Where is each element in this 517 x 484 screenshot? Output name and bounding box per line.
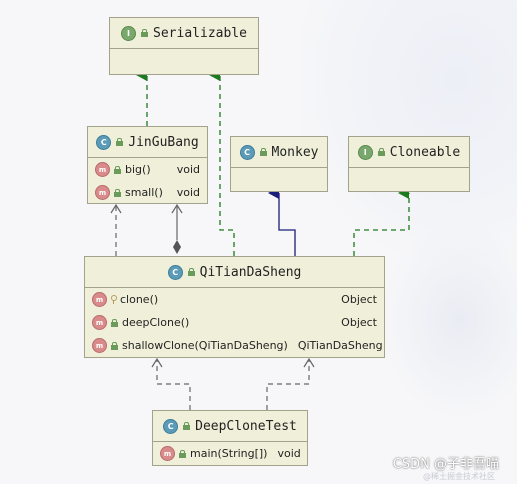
method-icon: m bbox=[95, 185, 110, 200]
method-name: deepClone() bbox=[122, 316, 190, 329]
class-icon: C bbox=[239, 144, 255, 160]
class-jingubang[interactable]: C JinGuBang m big() void m small() void bbox=[87, 126, 208, 204]
edge-qitiandasheng-extends-monkey bbox=[268, 187, 296, 256]
class-header: C DeepCloneTest bbox=[153, 411, 307, 442]
protected-key-icon bbox=[111, 295, 117, 304]
class-name: DeepCloneTest bbox=[195, 418, 297, 434]
class-serializable[interactable]: I Serializable bbox=[109, 17, 259, 75]
edge-qitiandasheng-implements-serializable bbox=[209, 69, 235, 256]
method-name: big() bbox=[125, 163, 151, 176]
method-row: m small() void bbox=[88, 181, 207, 204]
return-type: Object bbox=[341, 316, 377, 329]
public-lock-icon bbox=[111, 318, 118, 327]
class-header: I Serializable bbox=[110, 18, 258, 49]
method-name: small() bbox=[125, 186, 163, 199]
public-lock-icon bbox=[116, 138, 124, 146]
method-name: main(String[]) bbox=[190, 447, 268, 460]
class-deepclonetest[interactable]: C DeepCloneTest m main(String[]) void bbox=[152, 410, 308, 466]
public-lock-icon bbox=[179, 449, 186, 458]
return-type: void bbox=[277, 447, 301, 460]
class-name: Monkey bbox=[271, 144, 319, 160]
return-type: void bbox=[176, 186, 200, 199]
class-name: Serializable bbox=[153, 25, 247, 41]
class-cloneable[interactable]: I Cloneable bbox=[348, 136, 470, 192]
method-icon: m bbox=[95, 162, 110, 177]
public-lock-icon bbox=[141, 29, 149, 37]
method-row: m big() void bbox=[88, 158, 207, 181]
method-row: m deepClone() Object bbox=[85, 311, 384, 334]
public-lock-icon bbox=[377, 148, 385, 156]
class-header: I Cloneable bbox=[349, 137, 469, 168]
class-icon: C bbox=[96, 134, 112, 150]
class-monkey[interactable]: C Monkey bbox=[230, 136, 328, 192]
public-lock-icon bbox=[259, 148, 267, 156]
method-name: clone() bbox=[120, 293, 159, 306]
return-type: void bbox=[176, 163, 200, 176]
class-icon: C bbox=[167, 264, 183, 280]
method-icon: m bbox=[92, 315, 107, 330]
return-type: QiTianDaSheng bbox=[297, 339, 383, 352]
composition-diamond bbox=[173, 240, 181, 254]
edge-deepclonetest-uses-qitiandasheng-2 bbox=[266, 360, 310, 410]
public-lock-icon bbox=[114, 188, 121, 197]
method-icon: m bbox=[160, 446, 175, 461]
open-arrowhead bbox=[171, 203, 183, 214]
public-lock-icon bbox=[183, 422, 191, 430]
method-icon: m bbox=[92, 338, 107, 353]
edge-qitiandasheng-implements-cloneable bbox=[353, 187, 410, 256]
public-lock-icon bbox=[187, 268, 195, 276]
public-lock-icon bbox=[111, 341, 118, 350]
class-name: JinGuBang bbox=[128, 134, 199, 150]
class-qitiandasheng[interactable]: C QiTianDaSheng m clone() Object m deepC… bbox=[84, 256, 385, 358]
class-header: C QiTianDaSheng bbox=[85, 257, 384, 288]
method-row: m shallowClone(QiTianDaSheng) QiTianDaSh… bbox=[85, 334, 384, 357]
class-name: QiTianDaSheng bbox=[199, 264, 302, 280]
interface-icon: I bbox=[121, 25, 137, 41]
edge-deepclonetest-uses-qitiandasheng-1 bbox=[156, 360, 191, 410]
public-lock-icon bbox=[114, 165, 121, 174]
class-name: Cloneable bbox=[389, 144, 461, 160]
method-icon: m bbox=[92, 292, 107, 307]
open-arrowhead bbox=[151, 357, 163, 368]
method-name: shallowClone(QiTianDaSheng) bbox=[122, 339, 288, 352]
open-arrowhead bbox=[110, 203, 122, 214]
method-row: m clone() Object bbox=[85, 288, 384, 311]
watermark-sub: @稀土掘金技术社区 bbox=[423, 472, 495, 481]
return-type: Object bbox=[341, 293, 377, 306]
open-arrowhead bbox=[303, 357, 315, 368]
class-header: C JinGuBang bbox=[88, 127, 207, 158]
class-icon: C bbox=[163, 418, 179, 434]
interface-icon: I bbox=[357, 144, 373, 160]
watermark: CSDN @子非吾喵 bbox=[392, 457, 499, 472]
class-header: C Monkey bbox=[231, 137, 327, 168]
method-row: m main(String[]) void bbox=[153, 442, 307, 465]
